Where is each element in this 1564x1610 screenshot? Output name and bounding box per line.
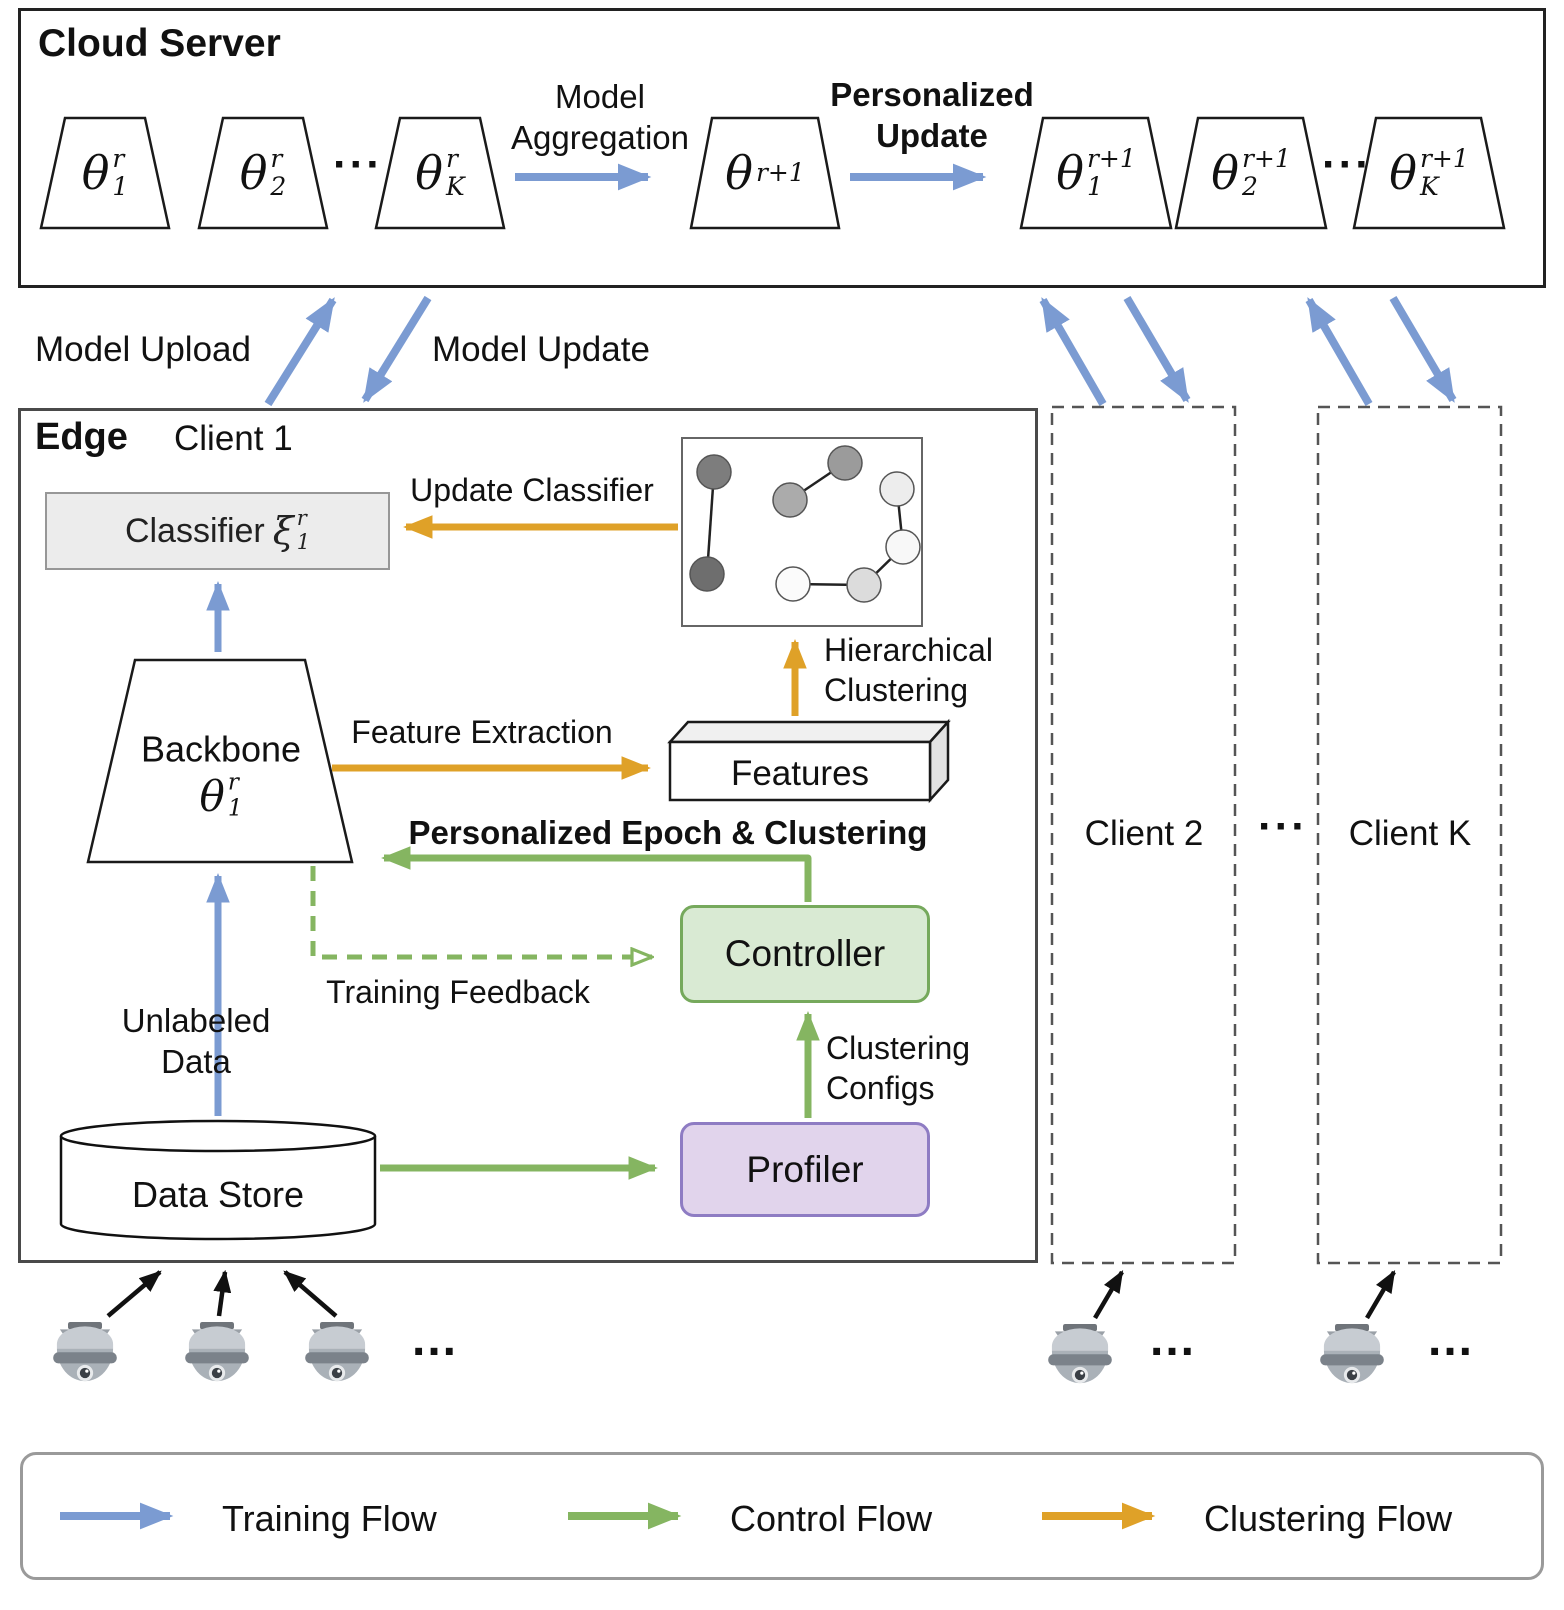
- profiler-label: Profiler: [746, 1148, 864, 1190]
- clustering-configs-label: Clustering Configs: [826, 1030, 971, 1106]
- controller-box: Controller: [680, 905, 930, 1003]
- cluster-node: [827, 445, 863, 481]
- profiler-box: Profiler: [680, 1122, 930, 1217]
- edge-client1-box: [18, 408, 1038, 1263]
- model-upload-label: Model Upload: [35, 330, 251, 369]
- camera-icon: [1048, 1324, 1112, 1384]
- model-aggregation-label: Model Aggregation: [511, 78, 689, 157]
- feature-extraction-label: Feature Extraction: [351, 714, 613, 750]
- cameras-left-ellipsis: ...: [412, 1313, 459, 1366]
- data-store-label: Data Store: [131, 1174, 305, 1215]
- model-shape-theta-r1-K: [1352, 116, 1506, 230]
- cluster-node: [689, 556, 725, 592]
- legend-clustering-label: Clustering Flow: [1204, 1498, 1453, 1539]
- backbone-trapezoid: [86, 658, 354, 864]
- model-update-arrow: [361, 295, 432, 403]
- clientk-box: [1316, 405, 1503, 1265]
- camera-icon: [1320, 1324, 1384, 1384]
- camera-icon: [305, 1322, 369, 1382]
- cluster-node: [846, 567, 882, 603]
- update-classifier-label: Update Classifier: [410, 472, 654, 508]
- clientk-upload-arrow: [1305, 297, 1373, 406]
- features-box: [667, 718, 951, 804]
- features-label: Features: [730, 754, 870, 793]
- controller-label: Controller: [724, 933, 886, 974]
- cluster-node: [696, 454, 732, 490]
- cameras-right-ellipsis: ...: [1428, 1313, 1475, 1366]
- clientk-update-arrow: [1389, 295, 1457, 403]
- personalized-epoch-arrow: [381, 846, 812, 902]
- camera1-data-arrow: [106, 1270, 162, 1318]
- cluster-graph-nodes: [689, 445, 921, 603]
- cluster-node: [885, 529, 921, 565]
- client2-camera-arrow: [1093, 1270, 1124, 1320]
- model-upload-arrow: [264, 297, 337, 407]
- cloud-server-title: Cloud Server: [38, 22, 281, 65]
- client2-upload-arrow: [1039, 297, 1107, 406]
- client2-update-arrow: [1123, 295, 1191, 403]
- personalized-epoch-label: Personalized Epoch & Clustering: [408, 814, 928, 851]
- hierarchical-clustering-label: Hierarchical Clustering: [824, 632, 993, 708]
- camera2-data-arrow: [213, 1269, 232, 1317]
- model-shape-theta-r-K: [374, 116, 506, 230]
- cloud-server-box: [18, 8, 1546, 288]
- training-feedback-arrow: [310, 866, 652, 957]
- legend-training-label: Training Flow: [222, 1498, 437, 1539]
- cameras-mid-ellipsis: ...: [1150, 1313, 1197, 1366]
- client2-box: [1050, 405, 1237, 1265]
- model-shape-theta-r1-1: [1019, 116, 1173, 230]
- edge-label: Edge: [35, 416, 128, 458]
- personalized-update-label: Personalized Update: [830, 76, 1034, 155]
- clientk-camera-arrow: [1365, 1270, 1396, 1320]
- clientk-label: Client K: [1348, 814, 1472, 853]
- training-feedback-label: Training Feedback: [326, 974, 590, 1010]
- cluster-node: [772, 482, 808, 518]
- cloud-models-out-ellipsis: ···: [1322, 140, 1372, 189]
- cluster-node: [775, 566, 811, 602]
- cluster-node: [879, 471, 915, 507]
- legend-control-label: Control Flow: [730, 1498, 933, 1539]
- model-shape-theta-r-1: [39, 116, 171, 230]
- model-update-label: Model Update: [432, 330, 650, 369]
- client2-label: Client 2: [1084, 814, 1204, 853]
- model-shape-theta-r1-2: [1174, 116, 1328, 230]
- client1-label: Client 1: [174, 419, 293, 458]
- model-shape-theta-aggregated: [689, 116, 841, 230]
- theta-aggregated-label: θ r+1: [725, 146, 805, 200]
- camera3-data-arrow: [283, 1270, 338, 1318]
- unlabeled-data-label: Unlabeled Data: [121, 1002, 271, 1081]
- legend-box: [20, 1452, 1544, 1580]
- camera-icon: [53, 1322, 117, 1382]
- camera-icon: [185, 1322, 249, 1382]
- data-store-cylinder: [59, 1119, 377, 1241]
- clients-ellipsis: ···: [1258, 802, 1308, 851]
- model-shape-theta-r-2: [197, 116, 329, 230]
- cloud-models-ellipsis: ···: [333, 140, 383, 189]
